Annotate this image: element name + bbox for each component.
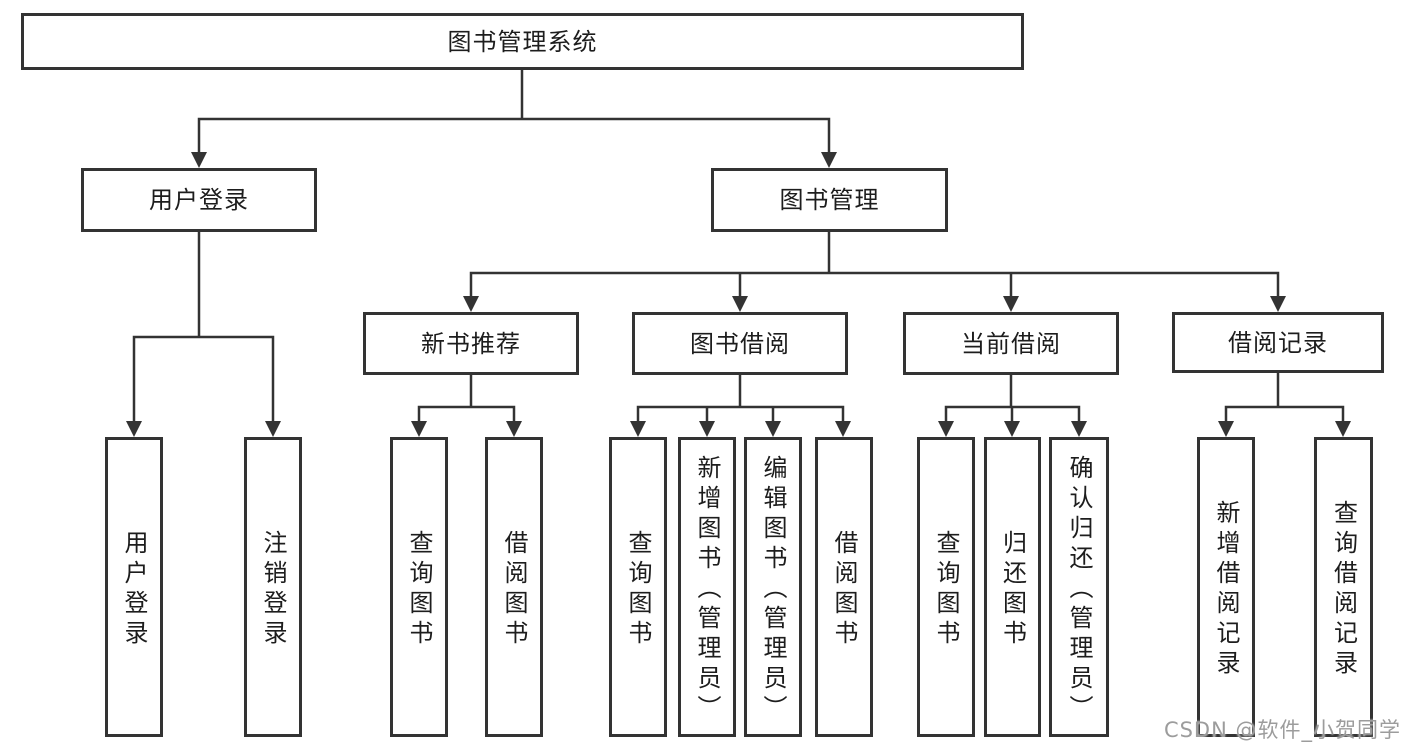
- csdn-watermark: CSDN @软件_小贺同学: [1163, 718, 1401, 742]
- node-label: 编辑图书（管理员）: [759, 455, 787, 725]
- node-query-books-current: 查询图书: [917, 437, 975, 737]
- node-label: 图书借阅: [690, 329, 790, 358]
- node-confirm-return-admin: 确认归还（管理员）: [1049, 437, 1109, 737]
- node-borrowing-records: 借阅记录: [1172, 312, 1384, 373]
- node-label: 新增图书（管理员）: [693, 455, 721, 725]
- node-label: 查询图书: [932, 530, 960, 650]
- node-label: 归还图书: [998, 530, 1027, 650]
- node-current-borrowing: 当前借阅: [903, 312, 1119, 375]
- node-label: 查询借阅记录: [1329, 500, 1358, 680]
- node-query-books-borrowing: 查询图书: [609, 437, 667, 737]
- node-label: 当前借阅: [961, 329, 1061, 358]
- node-query-borrow-record: 查询借阅记录: [1314, 437, 1373, 737]
- node-user-login: 用户登录: [81, 168, 317, 232]
- node-add-book-admin: 新增图书（管理员）: [678, 437, 736, 737]
- node-return-book: 归还图书: [984, 437, 1041, 737]
- node-label: 图书管理: [779, 186, 880, 214]
- node-book-management: 图书管理: [711, 168, 948, 232]
- node-library-management-system: 图书管理系统: [21, 13, 1024, 70]
- node-add-borrow-record: 新增借阅记录: [1197, 437, 1255, 737]
- node-label: 用户登录: [120, 530, 148, 650]
- node-new-book-recommendation: 新书推荐: [363, 312, 579, 375]
- node-label: 确认归还（管理员）: [1065, 455, 1093, 725]
- node-label: 借阅图书: [500, 530, 528, 650]
- node-edit-book-admin: 编辑图书（管理员）: [744, 437, 802, 737]
- node-label: 借阅图书: [830, 530, 858, 650]
- node-book-borrowing: 图书借阅: [632, 312, 848, 375]
- node-label: 查询图书: [405, 530, 433, 650]
- node-user-login-leaf: 用户登录: [105, 437, 163, 737]
- node-borrow-books-recommend: 借阅图书: [485, 437, 543, 737]
- node-label: 图书管理系统: [447, 27, 598, 56]
- node-label: 新书推荐: [421, 329, 521, 358]
- node-label: 查询图书: [624, 530, 652, 650]
- node-borrow-books-borrowing: 借阅图书: [815, 437, 873, 737]
- node-label: 用户登录: [149, 186, 249, 214]
- node-label: 借阅记录: [1228, 328, 1328, 357]
- node-label: 注销登录: [259, 530, 287, 650]
- node-query-books-recommend: 查询图书: [390, 437, 448, 737]
- node-logout: 注销登录: [244, 437, 302, 737]
- node-label: 新增借阅记录: [1212, 500, 1240, 680]
